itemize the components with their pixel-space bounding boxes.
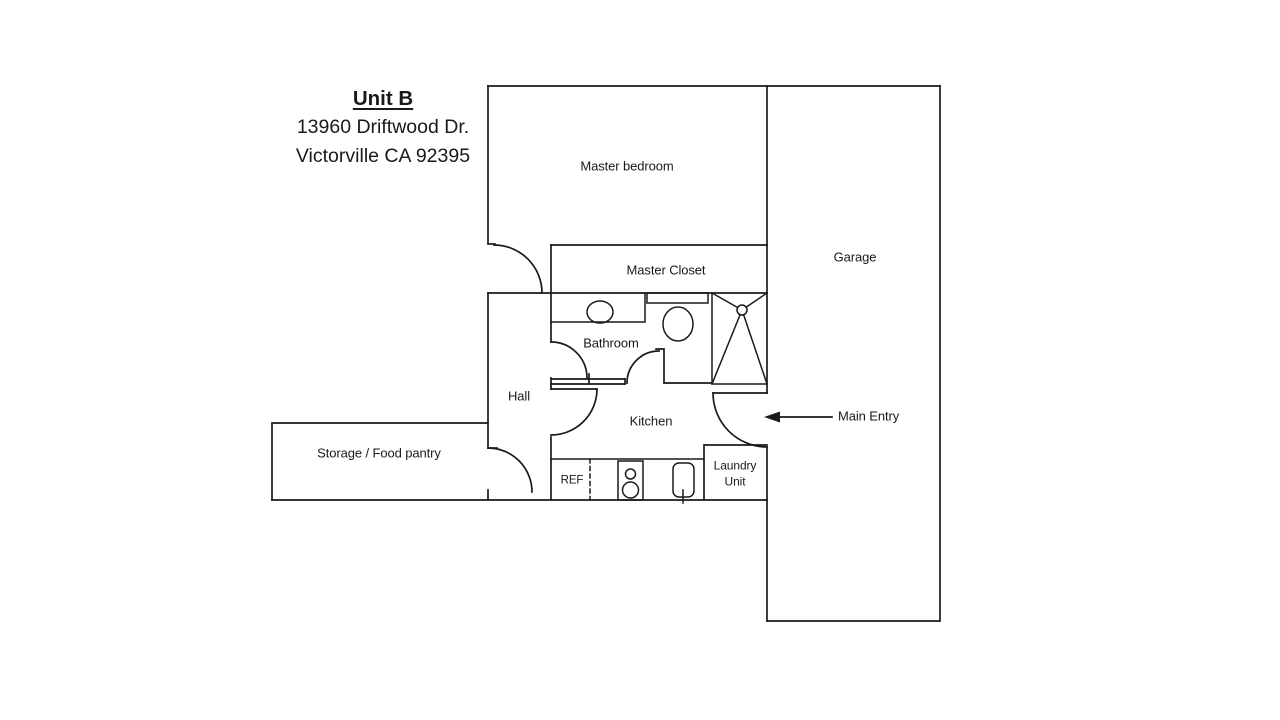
shower-head-icon [736, 304, 748, 316]
walls [271, 85, 941, 622]
toilet-tank [646, 292, 709, 304]
master-bedroom-door-arc [493, 244, 543, 294]
storage-walls [271, 422, 489, 501]
address-line-1: 13960 Driftwood Dr. [296, 116, 470, 138]
unit-title: Unit B [352, 87, 414, 110]
arrow-head-icon [764, 411, 780, 423]
garage-walls [766, 85, 941, 622]
toilet-area-door-leaf [655, 348, 665, 384]
fixture-label-refrigerator: REF [560, 474, 584, 487]
fixture-label-laundry: Laundry Unit [714, 459, 757, 490]
laundry-label-line1: Laundry [713, 458, 757, 473]
main-entry-arrow [764, 411, 833, 423]
laundry-label-line2: Unit [724, 474, 746, 488]
bathroom-door-arc [550, 341, 588, 379]
toilet-bowl-icon [662, 306, 694, 342]
room-label-bathroom: Bathroom [583, 335, 639, 351]
room-label-storage: Storage / Food pantry [317, 445, 441, 461]
stove [617, 460, 644, 501]
address-line-2: Victorville CA 92395 [295, 145, 471, 167]
stove-burner-small-icon [624, 468, 637, 480]
room-label-master-bedroom: Master bedroom [580, 158, 674, 174]
laundry-walls [703, 444, 768, 501]
room-label-master-closet: Master Closet [626, 262, 706, 278]
sink-counter [550, 292, 646, 323]
annotation-main-entry: Main Entry [838, 408, 900, 424]
room-label-kitchen: Kitchen [629, 413, 673, 429]
toilet-area-door-arc [626, 350, 660, 384]
stove-burner-large-icon [621, 481, 640, 499]
shower-x-lines [710, 291, 769, 385]
doors [487, 244, 768, 493]
title-block: Unit B 13960 Driftwood Dr. Victorville C… [243, 84, 523, 171]
hall-door-arc [487, 447, 533, 493]
kitchen-door-arc [550, 388, 598, 436]
main-entry-door-arc [712, 392, 768, 448]
bathroom-sink-icon [586, 300, 614, 324]
room-label-garage: Garage [833, 249, 877, 265]
bathroom-fixtures [550, 291, 769, 385]
kitchen-fixtures [550, 458, 705, 504]
room-label-hall: Hall [508, 388, 530, 404]
